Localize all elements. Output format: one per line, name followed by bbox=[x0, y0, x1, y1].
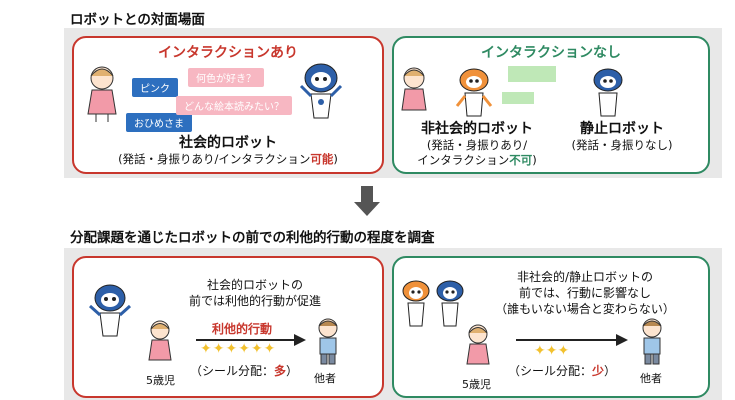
star-icon: ✦ bbox=[534, 343, 546, 359]
other-person-figure bbox=[642, 318, 662, 365]
social-robot-figure bbox=[299, 63, 343, 119]
empty-speech-bubble bbox=[508, 66, 556, 82]
social-robot-figure bbox=[88, 284, 132, 337]
static-robot-figure bbox=[436, 280, 464, 327]
non-social-robot-figure bbox=[402, 280, 430, 327]
star-icon: ✦ bbox=[238, 341, 251, 357]
non-social-robot-figure bbox=[455, 68, 493, 117]
static-robot-label: 静止ロボット bbox=[580, 121, 664, 137]
empty-speech-bubble bbox=[502, 92, 534, 104]
down-arrow-icon bbox=[354, 186, 380, 216]
sticker-stars-many: ✦✦✦✦✦✦ bbox=[200, 338, 300, 357]
sticker-distribution-few: （シール分配：少） bbox=[508, 364, 617, 378]
no-interaction-panel bbox=[392, 36, 710, 174]
star-icon: ✦ bbox=[263, 341, 277, 357]
interaction-panel-title: インタラクションあり bbox=[158, 45, 298, 61]
sticker-stars-few: ✦✦✦ bbox=[534, 340, 604, 359]
no-interaction-panel-title: インタラクションなし bbox=[481, 45, 621, 61]
non-social-robot-desc-1: (発話・身振りあり/ bbox=[426, 138, 528, 152]
altruistic-behavior-label: 利他的行動 bbox=[212, 322, 273, 336]
other-label: 他者 bbox=[640, 372, 662, 385]
child-figure bbox=[466, 324, 490, 365]
child-label: 5歳児 bbox=[462, 378, 491, 391]
star-icon: ✦ bbox=[200, 341, 213, 357]
section1-title: ロボットとの対面場面 bbox=[70, 12, 205, 28]
social-robot-label: 社会的ロボット bbox=[179, 135, 277, 151]
non-social-result-line3: （誰もいない場合と変わらない） bbox=[495, 302, 675, 316]
section2-title: 分配課題を通じたロボットの前での利他的行動の程度を調査 bbox=[70, 230, 435, 246]
right-arrow-icon bbox=[196, 334, 306, 346]
right-arrow-icon bbox=[516, 334, 628, 346]
social-result-line2: 前では利他的行動が促進 bbox=[188, 294, 321, 308]
child-label: 5歳児 bbox=[146, 374, 175, 387]
non-social-result-line2: 前では、行動に影響なし bbox=[518, 286, 651, 300]
other-person-figure bbox=[318, 318, 338, 365]
star-icon: ✦ bbox=[225, 341, 239, 357]
non-social-robot-label: 非社会的ロボット bbox=[421, 121, 533, 137]
child-figure bbox=[87, 66, 117, 122]
sticker-distribution-many: （シール分配：多） bbox=[190, 364, 299, 378]
other-label: 他者 bbox=[314, 372, 336, 385]
star-icon: ✦ bbox=[212, 341, 226, 357]
child-bubble-princess: おひめさま bbox=[126, 113, 192, 132]
child-bubble-pink: ピンク bbox=[132, 78, 178, 97]
star-icon: ✦ bbox=[250, 341, 264, 357]
non-social-robot-desc-2: インタラクション不可) bbox=[417, 153, 537, 167]
child-figure bbox=[401, 67, 427, 111]
robot-bubble-book: どんな絵本読みたい？ bbox=[176, 96, 292, 115]
static-robot-figure bbox=[593, 68, 623, 117]
static-robot-desc: (発話・身振りなし) bbox=[571, 138, 673, 152]
social-robot-desc: (発話・身振りあり/インタラクション可能) bbox=[118, 152, 338, 166]
child-figure bbox=[148, 320, 172, 361]
non-social-result-line1: 非社会的/静止ロボットの bbox=[516, 270, 654, 284]
star-icon: ✦ bbox=[545, 343, 558, 359]
star-icon: ✦ bbox=[557, 343, 570, 359]
robot-bubble-color: 何色が好き？ bbox=[188, 68, 264, 87]
social-result-line1: 社会的ロボットの bbox=[206, 278, 303, 292]
